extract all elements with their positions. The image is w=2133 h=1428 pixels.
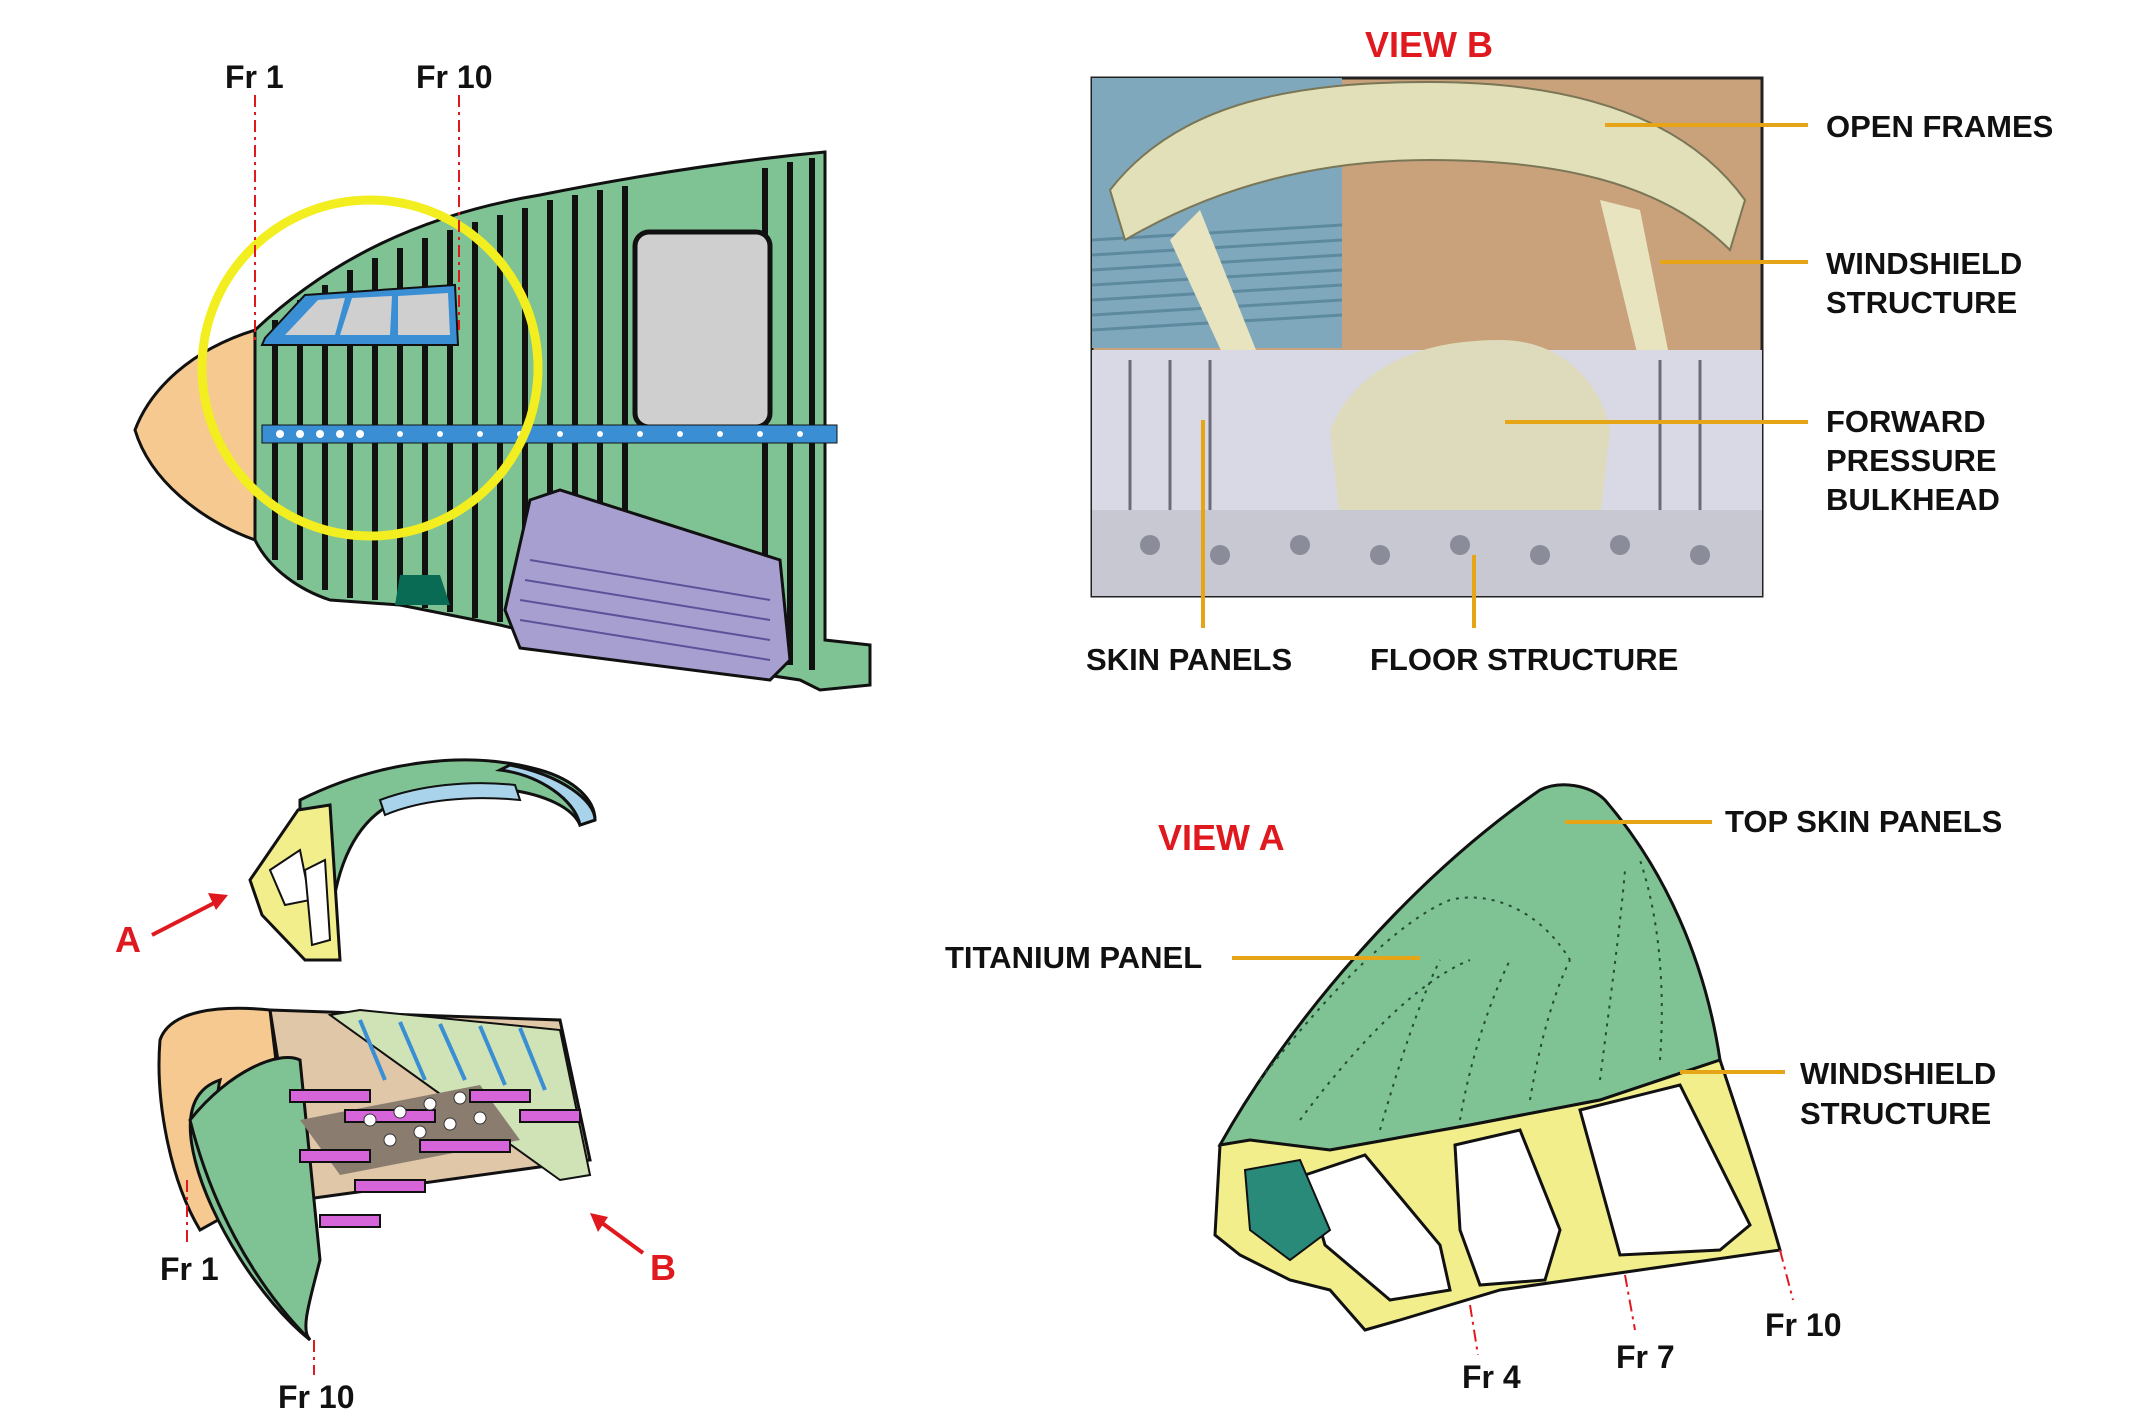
exploded-bottom-section bbox=[157, 1006, 592, 1342]
titanium-panel-rivets bbox=[1259, 859, 1663, 1131]
titanium-panel-label: TITANIUM PANEL bbox=[945, 940, 1202, 975]
view-b-panel: VIEW B bbox=[1086, 24, 2053, 677]
view-a-panel: VIEW A TOP SKIN PANELS TITANIUM PANEL WI… bbox=[945, 783, 2002, 1395]
windshield-window-2 bbox=[1453, 1128, 1562, 1287]
forward-pressure-bulkhead-label-3: BULKHEAD bbox=[1826, 482, 2000, 517]
fr7-label: Fr 7 bbox=[1616, 1339, 1675, 1375]
windshield-structure-b-label: WINDSHIELD bbox=[1826, 246, 2022, 281]
fr10-top-label: Fr 10 bbox=[416, 59, 492, 95]
open-frames-label: OPEN FRAMES bbox=[1826, 109, 2053, 144]
windshield-window-3 bbox=[1578, 1083, 1752, 1257]
fr4-label: Fr 4 bbox=[1462, 1359, 1521, 1395]
passenger-door bbox=[632, 229, 773, 430]
top-skin-panels-shape bbox=[1217, 783, 1722, 1152]
arrow-a bbox=[151, 893, 228, 937]
exploded-top-section bbox=[248, 758, 597, 962]
windshield-structure-a-label-2: STRUCTURE bbox=[1800, 1096, 1991, 1131]
top-skin-panels-label: TOP SKIN PANELS bbox=[1725, 804, 2002, 839]
fr1-top-label: Fr 1 bbox=[225, 59, 284, 95]
arrow-b-label: B bbox=[650, 1247, 676, 1288]
cockpit-windows bbox=[260, 283, 460, 346]
nose-side-view: Fr 1 Fr 10 bbox=[133, 59, 872, 692]
view-b-photo bbox=[1090, 76, 1764, 598]
arrow-a-label: A bbox=[115, 919, 141, 960]
floor-beam-strip bbox=[261, 424, 838, 444]
windshield-window-1 bbox=[1303, 1153, 1452, 1302]
view-a-callouts bbox=[1232, 820, 1785, 1074]
fr1-bottom-label: Fr 1 bbox=[160, 1251, 219, 1287]
view-b-title: VIEW B bbox=[1365, 24, 1493, 65]
arrow-b bbox=[590, 1213, 645, 1255]
fr10-view-a-label: Fr 10 bbox=[1765, 1307, 1841, 1343]
radome bbox=[133, 327, 257, 543]
skin-panels-label: SKIN PANELS bbox=[1086, 642, 1292, 677]
cockpit-highlight-circle bbox=[197, 195, 543, 541]
exploded-view: A B Fr 1 Fr 10 bbox=[115, 758, 676, 1415]
forward-pressure-bulkhead-label: FORWARD bbox=[1826, 404, 1986, 439]
windshield-structure-a-label: WINDSHIELD bbox=[1800, 1056, 1996, 1091]
forward-pressure-bulkhead-label-2: PRESSURE bbox=[1826, 443, 1997, 478]
fr10-bottom-label: Fr 10 bbox=[278, 1379, 354, 1415]
floor-structure-label: FLOOR STRUCTURE bbox=[1370, 642, 1678, 677]
view-b-callouts bbox=[1201, 123, 1808, 628]
windshield-structure-b-label-2: STRUCTURE bbox=[1826, 285, 2017, 320]
view-a-title: VIEW A bbox=[1158, 817, 1285, 858]
